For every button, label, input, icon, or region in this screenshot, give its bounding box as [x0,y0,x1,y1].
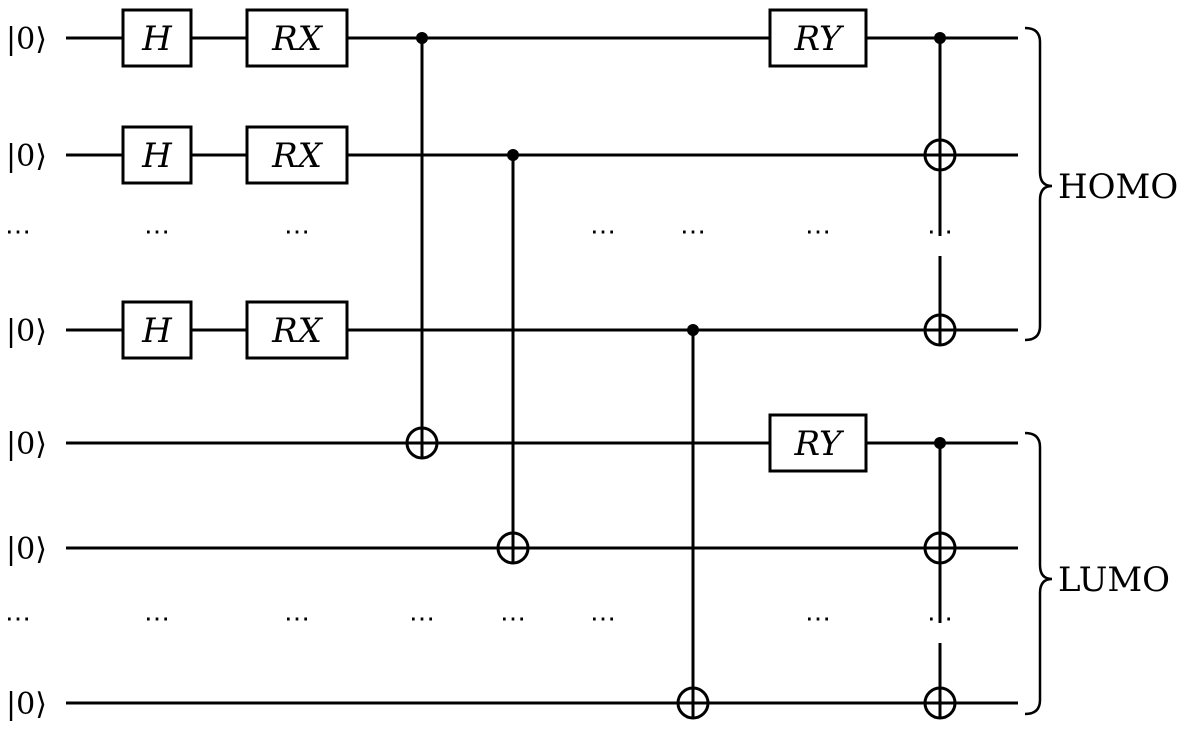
row-ellipsis: ⋯ [5,217,31,247]
ellipsis-mark: ⋯ [144,217,170,247]
gate-rx: RX [245,125,349,185]
ellipsis-mark: ⋯ [590,217,616,247]
gates-layer: H H H RX RX RX RY RY [121,8,868,473]
ellipsis-mark: ⋯ [500,604,526,634]
homo-label: HOMO [1058,167,1178,207]
gate-box [245,8,349,68]
cnot-control-dot [687,324,699,336]
lumo-brace [1024,431,1053,716]
gate-rx: RX [245,8,349,68]
wires-layer [66,36,1018,705]
gate-ry: RY [768,8,868,68]
cnot-target [923,138,957,172]
initial-state-label: |0⟩ [6,427,47,462]
ellipsis-mark: ⋯ [805,604,831,634]
cnot-control-dot [416,32,428,44]
initial-state-label: |0⟩ [6,139,47,174]
cnot-target [496,531,530,565]
gate-label: H [141,311,173,351]
cnot-target [676,686,710,720]
lumo-label: LUMO [1058,560,1170,600]
gate-box [245,300,349,360]
ellipsis-mark: ⋯ [590,604,616,634]
ellipsis-mark: ⋯ [284,604,310,634]
cnot-target [923,686,957,720]
gate-box [768,413,868,473]
gate-rx: RX [245,300,349,360]
ellipsis-mark: ⋯ [144,604,170,634]
gate-label: H [141,136,173,176]
gate-label: RY [794,19,846,59]
gate-box [768,8,868,68]
ellipsis-mark: ⋯ [284,217,310,247]
gate-box [121,300,193,360]
ellipsis-mark: ⋯ [927,604,953,634]
gate-label: RX [271,136,324,176]
homo-brace [1024,26,1053,342]
initial-state-label: |0⟩ [6,687,47,722]
initial-state-label: |0⟩ [6,314,47,349]
cnot-control-dot [934,32,946,44]
labels-layer: |0⟩ |0⟩ ⋯ |0⟩ |0⟩ |0⟩ ⋯ |0⟩ ⋯ ⋯ ⋯ ⋯ ⋯ ⋯ ⋯ ⋯ ⋯ ⋯ ⋯ ⋯ ⋯ [5,22,953,722]
cnot-target [923,531,957,565]
gate-label: H [141,19,173,59]
gate-box [121,125,193,185]
gate-label: RY [794,424,846,464]
group-braces-layer: HOMO LUMO [1024,26,1178,716]
gate-box [121,8,193,68]
gate-h: H [121,300,193,360]
gate-h: H [121,8,193,68]
initial-state-label: |0⟩ [6,22,47,57]
ellipsis-mark: ⋯ [927,217,953,247]
ellipsis-mark: ⋯ [680,217,706,247]
ellipsis-mark: ⋯ [805,217,831,247]
control-target-layer [405,32,957,720]
gate-ry: RY [768,413,868,473]
gate-label: RX [271,19,324,59]
initial-state-label: |0⟩ [6,532,47,567]
cnot-control-dot [934,437,946,449]
cnot-target [923,313,957,347]
ellipsis-mark: ⋯ [409,604,435,634]
gate-box [245,125,349,185]
gate-h: H [121,125,193,185]
row-ellipsis: ⋯ [5,604,31,634]
gate-label: RX [271,311,324,351]
cnot-target [405,426,439,460]
cnot-control-dot [507,149,519,161]
